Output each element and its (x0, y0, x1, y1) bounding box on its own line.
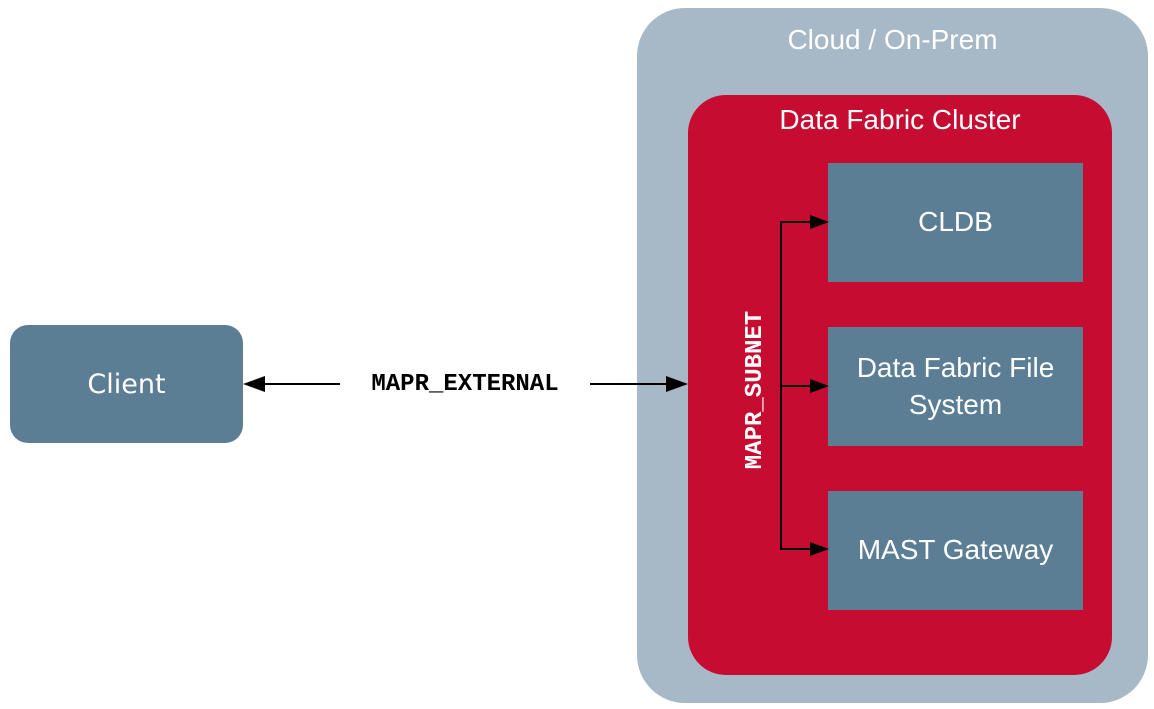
cldb-label: CLDB (918, 206, 993, 238)
client-label: Client (87, 368, 166, 400)
subnet-arrowhead-filesystem (810, 379, 829, 393)
mapr-external-label: MAPR_EXTERNAL (340, 370, 590, 400)
subnet-arrowhead-mast (810, 542, 829, 556)
file-system-node: Data Fabric File System (828, 327, 1083, 446)
subnet-arrowhead-cldb (810, 215, 829, 229)
mast-gateway-label: MAST Gateway (857, 534, 1054, 566)
cldb-node: CLDB (828, 163, 1083, 282)
file-system-label: Data Fabric File System (856, 352, 1055, 420)
cloud-title: Cloud / On-Prem (787, 24, 998, 55)
mast-gateway-node: MAST Gateway (828, 491, 1083, 610)
external-arrowhead-right (666, 376, 688, 392)
external-arrowhead-left (243, 376, 265, 392)
client-node: Client (10, 325, 243, 443)
cluster-title: Data Fabric Cluster (779, 104, 1021, 135)
mapr-subnet-label: MAPR_SUBNET (742, 310, 769, 470)
